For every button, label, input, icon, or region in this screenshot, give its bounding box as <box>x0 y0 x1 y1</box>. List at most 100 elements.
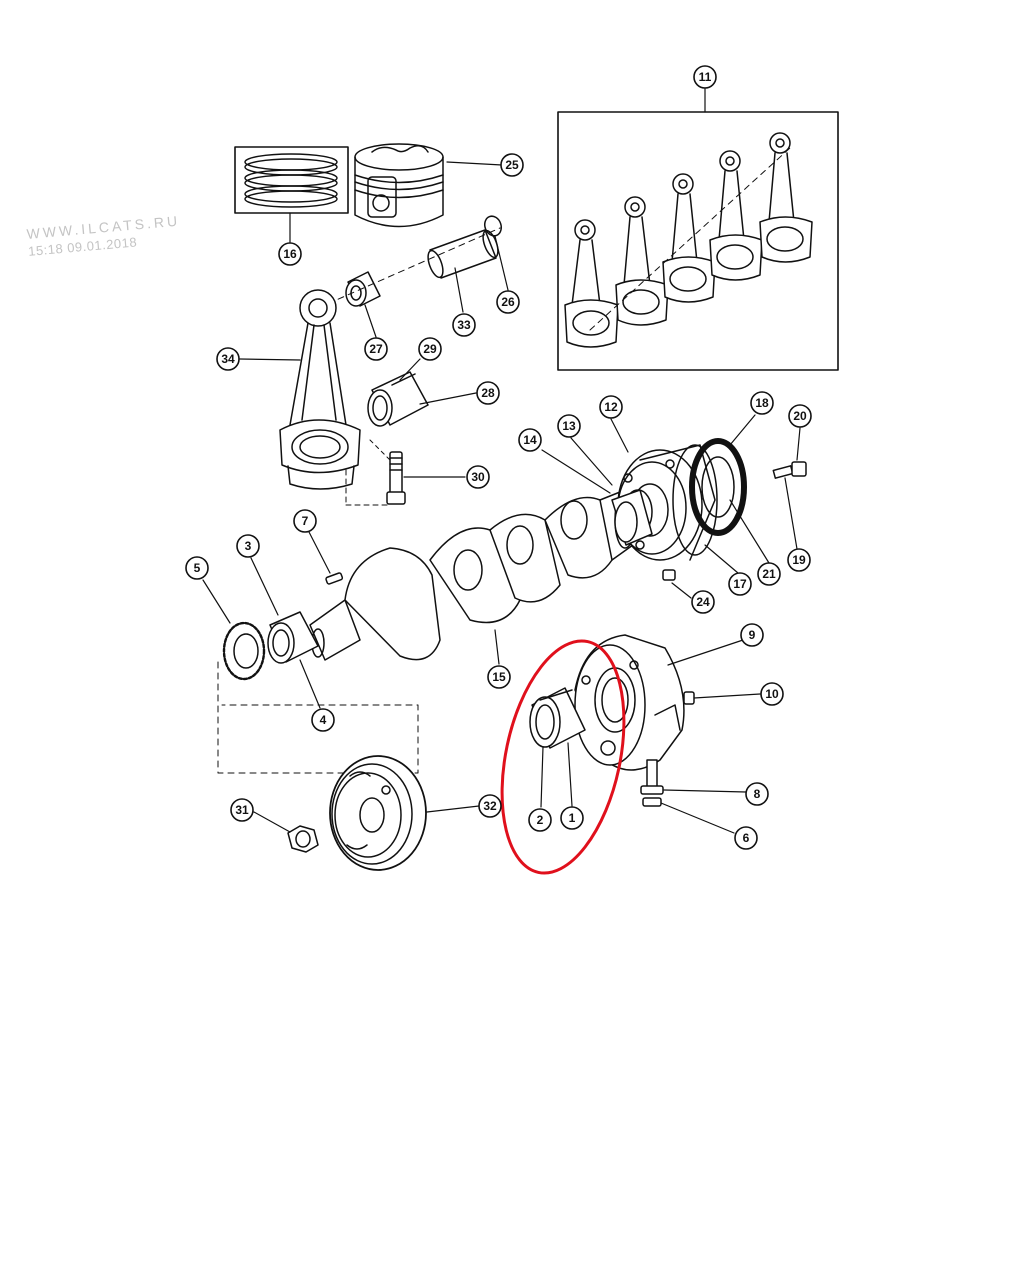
callout-number: 31 <box>235 803 249 817</box>
callout-circle <box>216 347 240 371</box>
callout-number: 14 <box>523 433 537 447</box>
callout-circle <box>518 428 542 452</box>
callout-circle <box>466 465 490 489</box>
callout-circle <box>757 562 781 586</box>
callout-19: 19 <box>787 548 811 572</box>
callout-circle <box>787 548 811 572</box>
callout-13: 13 <box>557 414 581 438</box>
callout-circle <box>293 509 317 533</box>
callout-number: 5 <box>194 561 201 575</box>
callout-number: 10 <box>765 687 779 701</box>
callout-7: 7 <box>293 509 317 533</box>
callout-12: 12 <box>599 395 623 419</box>
callout-24: 24 <box>691 590 715 614</box>
callout-circle <box>760 682 784 706</box>
callout-circle <box>478 794 502 818</box>
callout-circle <box>487 665 511 689</box>
retainer-bolt <box>772 461 807 479</box>
callout-number: 32 <box>483 799 497 813</box>
callout-6: 6 <box>734 826 758 850</box>
highlight-ellipse <box>500 639 626 875</box>
callout-number: 24 <box>696 595 710 609</box>
callout-circle <box>740 623 764 647</box>
callout-number: 17 <box>733 577 747 591</box>
callout-27: 27 <box>364 337 388 361</box>
callout-number: 2 <box>537 813 544 827</box>
callout-circle <box>750 391 774 415</box>
callout-number: 28 <box>481 386 495 400</box>
piston-rings-box <box>234 146 349 214</box>
callout-number: 29 <box>423 342 437 356</box>
crankshaft-nut <box>287 825 319 853</box>
callout-number: 15 <box>492 670 506 684</box>
callout-circle <box>500 153 524 177</box>
callout-2: 2 <box>528 808 552 832</box>
callout-number: 13 <box>562 419 576 433</box>
callout-number: 7 <box>302 514 309 528</box>
connecting-rod-set-box <box>557 111 839 371</box>
callout-circle <box>557 414 581 438</box>
callout-8: 8 <box>745 782 769 806</box>
callout-circle <box>745 782 769 806</box>
oil-pump-dowel <box>683 691 695 705</box>
callout-number: 27 <box>369 342 383 356</box>
callout-25: 25 <box>500 153 524 177</box>
callout-layer: 1234567891011121314151617181920212425262… <box>185 65 812 850</box>
callout-28: 28 <box>476 381 500 405</box>
pin-retainer-clip <box>483 215 503 237</box>
callout-29: 29 <box>418 337 442 361</box>
callout-circle <box>311 708 335 732</box>
callout-circle <box>728 572 752 596</box>
callout-16: 16 <box>278 242 302 266</box>
piston <box>354 143 444 228</box>
callout-number: 20 <box>793 409 807 423</box>
callout-circle <box>496 290 520 314</box>
callout-circle <box>788 404 812 428</box>
rod-set-rod-5 <box>759 132 813 263</box>
callout-30: 30 <box>466 465 490 489</box>
callout-circle <box>418 337 442 361</box>
callout-number: 25 <box>505 158 519 172</box>
rod-set-rod-1 <box>564 219 619 348</box>
callout-circle <box>734 826 758 850</box>
callout-10: 10 <box>760 682 784 706</box>
callout-circle <box>691 590 715 614</box>
callout-number: 3 <box>245 539 252 553</box>
piston-rings <box>244 153 338 208</box>
callout-circle <box>364 337 388 361</box>
callout-circle <box>476 381 500 405</box>
connecting-rod <box>279 289 391 506</box>
dowel-pin <box>662 569 676 581</box>
callout-20: 20 <box>788 404 812 428</box>
callout-32: 32 <box>478 794 502 818</box>
callout-circle <box>185 556 209 580</box>
main-bearing-shell <box>529 687 586 749</box>
callout-15: 15 <box>487 665 511 689</box>
callout-number: 4 <box>320 713 327 727</box>
oil-pump-housing <box>574 634 685 771</box>
rod-set-rod-3 <box>662 173 716 303</box>
callout-number: 12 <box>604 400 618 414</box>
callout-number: 30 <box>471 470 485 484</box>
rear-seal-sleeve <box>611 489 653 546</box>
callout-number: 33 <box>457 318 471 332</box>
callout-number: 6 <box>743 831 750 845</box>
callout-17: 17 <box>728 572 752 596</box>
leader-lines <box>202 88 801 834</box>
front-main-bearing <box>267 611 319 664</box>
callout-5: 5 <box>185 556 209 580</box>
rod-bearing-shells <box>367 371 429 427</box>
callout-21: 21 <box>757 562 781 586</box>
callout-number: 1 <box>569 811 576 825</box>
callout-circle <box>236 534 260 558</box>
callout-circle <box>278 242 302 266</box>
pin-bushing <box>345 271 381 307</box>
callout-4: 4 <box>311 708 335 732</box>
crankshaft-sprocket <box>222 621 266 681</box>
callout-circle <box>230 798 254 822</box>
crankshaft-key <box>325 572 344 585</box>
callout-number: 9 <box>749 628 756 642</box>
rod-bolt <box>386 451 406 505</box>
callout-number: 19 <box>792 553 806 567</box>
